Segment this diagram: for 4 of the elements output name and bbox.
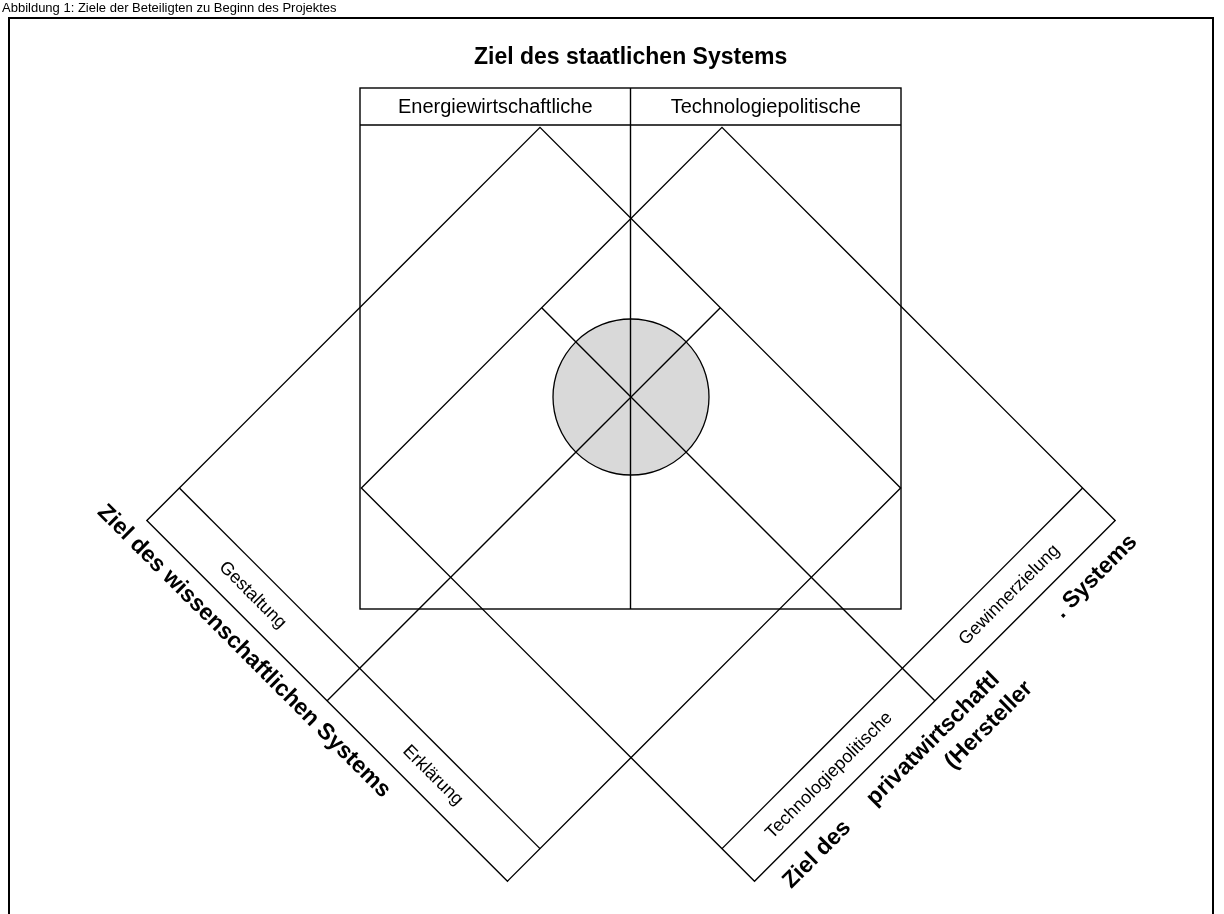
system-heading: Ziel des staatlichen Systems: [474, 42, 788, 70]
goal-cell: Energiewirtschaftliche: [362, 90, 629, 123]
caption: Abbildung 1: Ziele der Beteiligten zu Beginn des Projektes: [2, 0, 337, 15]
goal-cell: Technologiepolitische: [632, 90, 899, 123]
